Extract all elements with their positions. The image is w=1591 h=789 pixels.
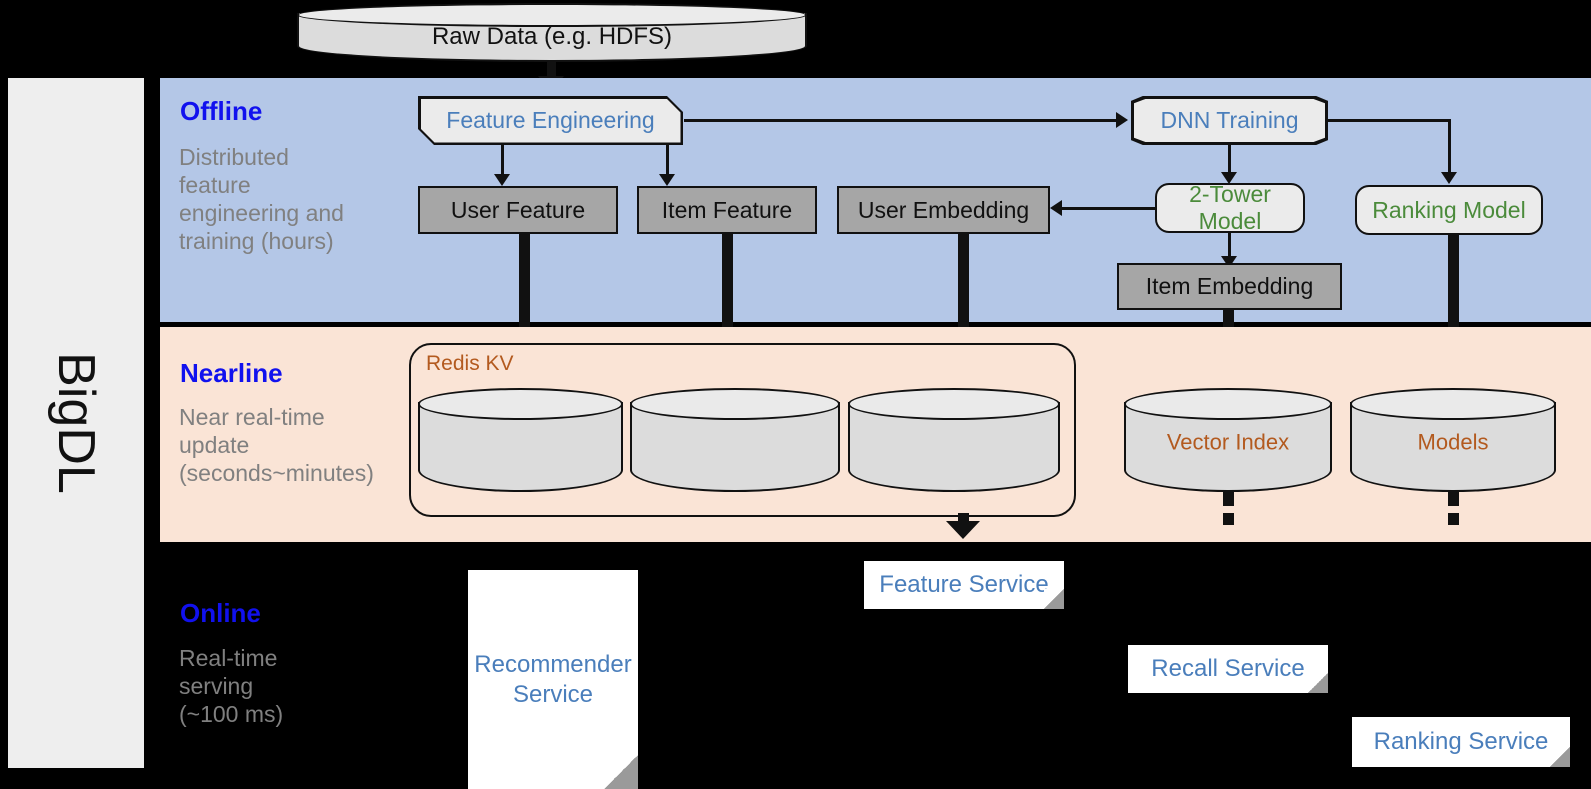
band-offline-title: Offline (180, 96, 263, 126)
edge-twotower-itemembedding (1228, 233, 1231, 259)
store-user-embedding-cylinder[interactable] (848, 388, 1060, 492)
edge-fe-itemfeature (666, 145, 669, 177)
node-feature-engineering-label: Feature Engineering (421, 99, 681, 143)
bigdl-rail: BigDL (8, 78, 144, 768)
store-models-label: Models (1417, 429, 1489, 455)
pipe-vectorindex-recall-a (1223, 492, 1234, 506)
note-fold-icon (604, 755, 638, 789)
store-models-cylinder[interactable]: Models (1350, 388, 1556, 492)
edge-dnn-ranking-h (1328, 119, 1450, 122)
note-fold-icon (1308, 673, 1328, 693)
node-recall-service-label: Recall Service (1151, 655, 1305, 682)
edge-fe-userfeature-arrowhead (494, 174, 510, 186)
group-redis-kv (409, 343, 1076, 517)
pipe-models-ranking-b (1448, 513, 1459, 525)
node-ranking-service-label: Ranking Service (1373, 728, 1549, 755)
node-ranking-model[interactable]: Ranking Model (1355, 185, 1543, 235)
node-item-feature[interactable]: Item Feature (637, 186, 817, 234)
band-offline-subtitle: Distributed feature engineering and trai… (179, 144, 344, 255)
edge-fe-itemfeature-arrowhead (659, 174, 675, 186)
cylinder-top (1350, 388, 1556, 420)
cylinder-top (418, 388, 623, 420)
node-2-tower-model-label: 2-Tower Model (1189, 181, 1271, 234)
cylinder-top (630, 388, 840, 420)
band-online-title: Online (180, 598, 261, 628)
raw-data-label: Raw Data (e.g. HDFS) (431, 22, 673, 50)
node-item-embedding-label: Item Embedding (1145, 273, 1314, 299)
pipe-rankingmodel-models (1448, 235, 1459, 385)
pipe-userembedding-store3 (958, 234, 969, 385)
node-ranking-model-label: Ranking Model (1372, 196, 1526, 223)
node-2-tower-model[interactable]: 2-Tower Model (1155, 181, 1305, 234)
node-user-feature-label: User Feature (450, 196, 586, 223)
pipe-models-ranking-a (1448, 492, 1459, 506)
band-nearline-title: Nearline (180, 358, 283, 388)
node-recall-service[interactable]: Recall Service (1128, 645, 1328, 693)
pipe-redis-featureservice-arrowhead (946, 521, 980, 539)
node-dnn-training-label: DNN Training (1134, 99, 1325, 142)
cylinder-top (297, 3, 807, 27)
edge-dnn-ranking-arrowhead (1441, 172, 1457, 184)
edge-dnn-twotower-arrowhead (1221, 172, 1237, 184)
node-dnn-training[interactable]: DNN Training (1131, 96, 1328, 145)
edge-dnn-twotower (1228, 145, 1231, 175)
note-fold-icon (1044, 589, 1064, 609)
band-online-subtitle: Real-time serving (~100 ms) (179, 645, 284, 728)
bigdl-rail-label: BigDL (47, 352, 105, 494)
pipe-itemfeature-store2 (722, 234, 733, 385)
edge-fe-dnn-arrowhead (1116, 112, 1128, 128)
group-redis-kv-label: Redis KV (426, 352, 514, 375)
store-vector-index-cylinder[interactable]: Vector Index (1124, 388, 1332, 492)
node-user-feature[interactable]: User Feature (418, 186, 618, 234)
pipe-userfeature-store1 (519, 234, 530, 385)
pipe-redis-featureservice (958, 513, 969, 523)
node-item-feature-label: Item Feature (661, 196, 793, 223)
node-feature-service-label: Feature Service (879, 571, 1049, 598)
edge-rawdata-fe (547, 62, 556, 80)
edge-dnn-ranking-v (1448, 119, 1451, 176)
pipe-vectorindex-recall-b (1223, 513, 1234, 525)
cylinder-top (848, 388, 1060, 420)
band-nearline-subtitle: Near real-time update (seconds~minutes) (179, 404, 374, 487)
note-fold-icon (1550, 747, 1570, 767)
edge-twotower-userembedding (1062, 207, 1156, 210)
edge-fe-userfeature (501, 145, 504, 177)
store-item-feature-cylinder[interactable] (630, 388, 840, 492)
node-ranking-service[interactable]: Ranking Service (1352, 717, 1570, 767)
node-feature-service[interactable]: Feature Service (864, 561, 1064, 609)
node-user-embedding-label: User Embedding (857, 196, 1030, 223)
node-user-embedding[interactable]: User Embedding (837, 186, 1050, 234)
node-recommender-service[interactable]: Recommender Service (468, 570, 638, 789)
node-feature-engineering[interactable]: Feature Engineering (418, 96, 683, 145)
edge-twotower-userembedding-arrowhead (1050, 200, 1062, 216)
node-item-embedding[interactable]: Item Embedding (1117, 263, 1342, 310)
edge-fe-dnn (684, 119, 1116, 122)
node-recommender-service-label: Recommender Service (474, 650, 632, 708)
store-vector-index-label: Vector Index (1166, 429, 1290, 455)
cylinder-top (1124, 388, 1332, 420)
store-user-feature-cylinder[interactable] (418, 388, 623, 492)
raw-data-cylinder: Raw Data (e.g. HDFS) (297, 3, 807, 62)
